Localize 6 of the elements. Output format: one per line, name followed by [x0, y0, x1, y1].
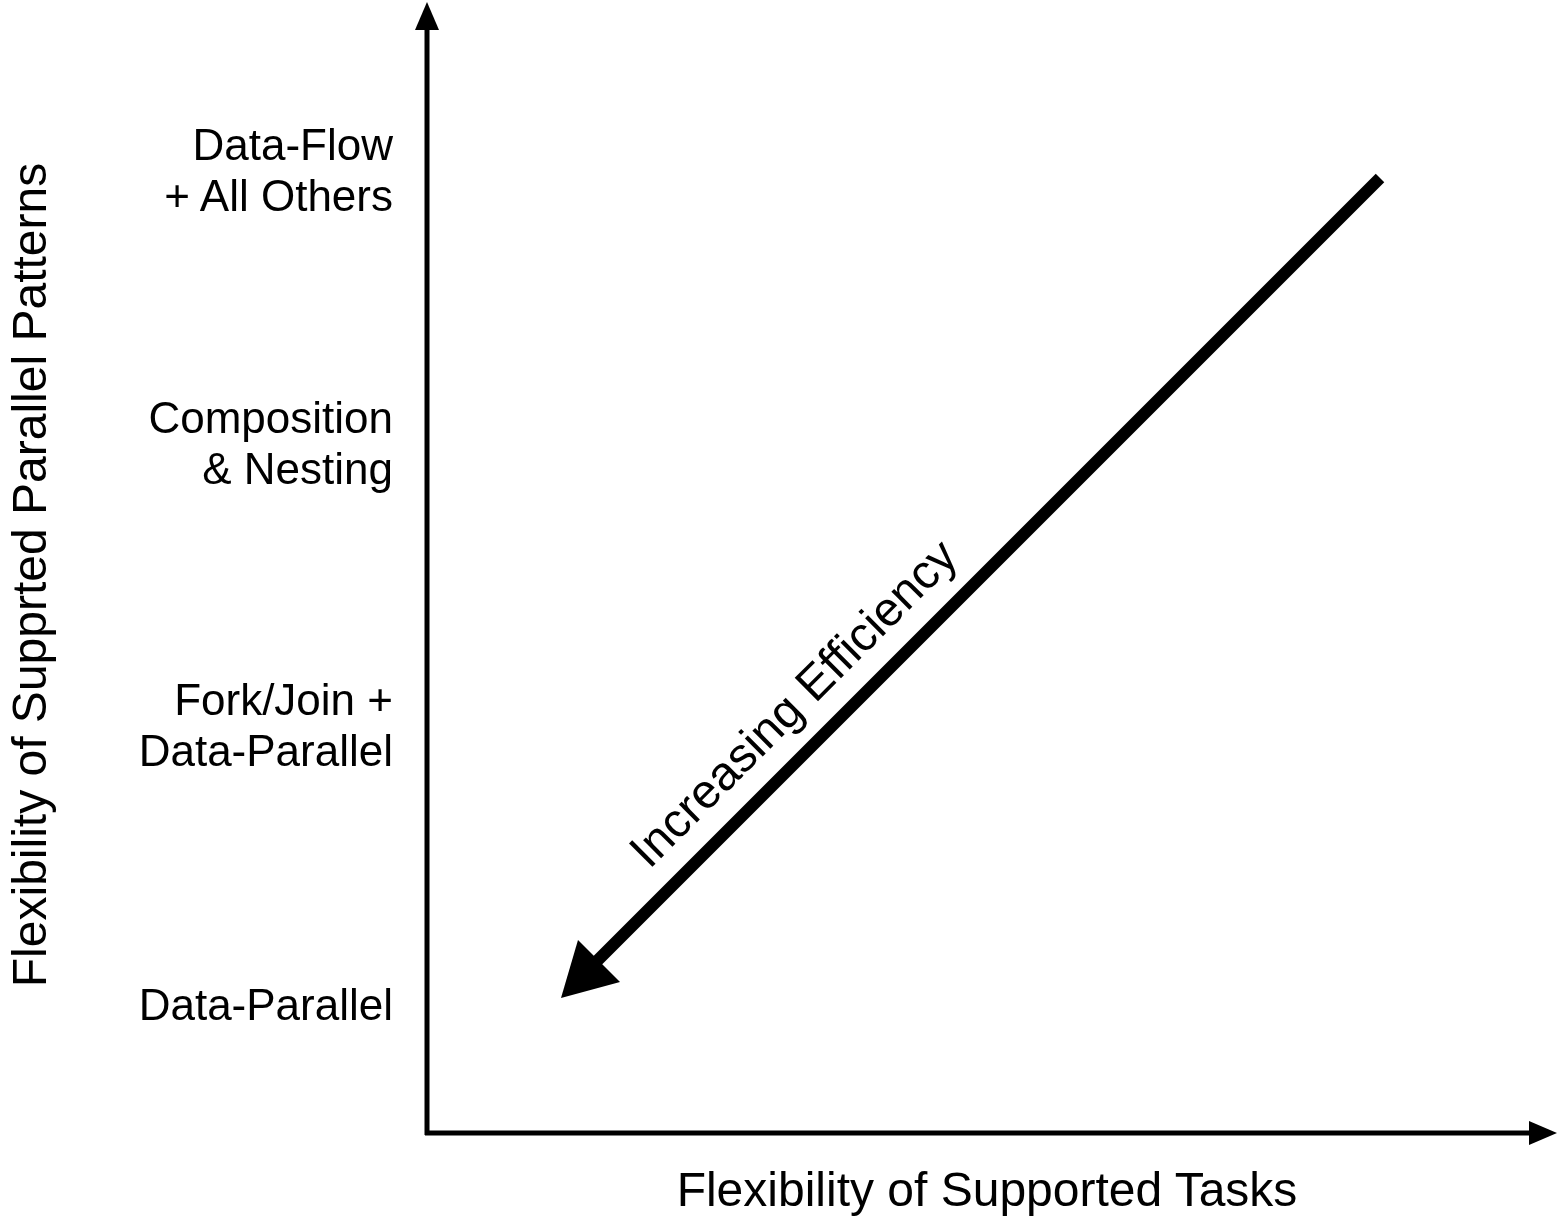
axis-tick-label: Fork/Join + Data-Parallel: [137, 675, 393, 777]
axis-title: Flexibility of Supprted Parallel Patterns: [2, 162, 58, 988]
axis-tick-label: Data-Parallel: [138, 980, 393, 1031]
axis-tick-label: Composition & Nesting: [147, 393, 393, 495]
axis-title: Flexibility of Supported Tasks: [676, 1162, 1298, 1218]
axis-tick-label: Data-Flow + All Others: [163, 120, 393, 222]
